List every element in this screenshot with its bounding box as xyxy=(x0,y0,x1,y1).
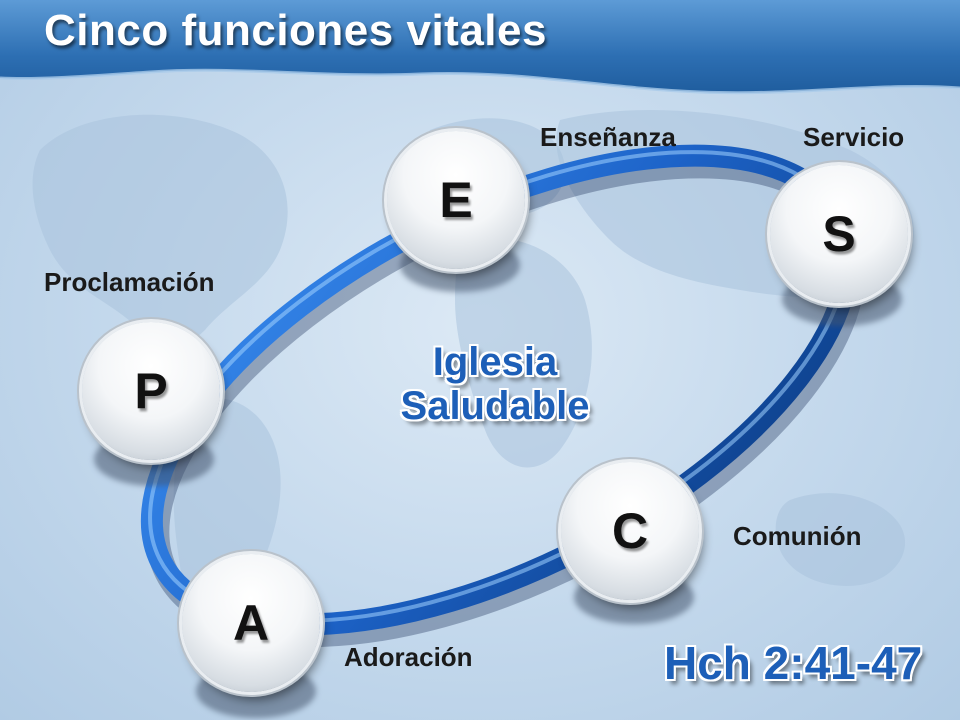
center-title-line1: Iglesia xyxy=(432,340,558,384)
label-adoracion: Adoración xyxy=(344,642,473,672)
label-proclamacion: Proclamación xyxy=(44,267,215,297)
node-letter-p: P xyxy=(134,363,168,419)
label-ensenanza: Enseñanza xyxy=(540,122,676,152)
node-letter-e: E xyxy=(439,172,473,228)
center-title: Iglesia Saludable xyxy=(330,340,660,428)
node-servicio: S xyxy=(770,165,908,303)
header-banner xyxy=(0,0,960,95)
node-proclamacion: P xyxy=(82,322,220,460)
label-comunion: Comunión xyxy=(733,521,862,551)
node-letter-a: A xyxy=(232,595,270,651)
node-adoracion: A xyxy=(182,554,320,692)
node-comunion: C xyxy=(561,462,699,600)
center-title-line2: Saludable xyxy=(400,384,590,428)
slide-title: Cinco funciones vitales xyxy=(44,6,547,55)
scripture-reference: Hch 2:41-47 xyxy=(664,637,923,689)
node-letter-s: S xyxy=(822,206,856,262)
node-letter-c: C xyxy=(611,503,649,559)
label-servicio: Servicio xyxy=(803,122,905,152)
node-ensenanza: E xyxy=(387,131,525,269)
